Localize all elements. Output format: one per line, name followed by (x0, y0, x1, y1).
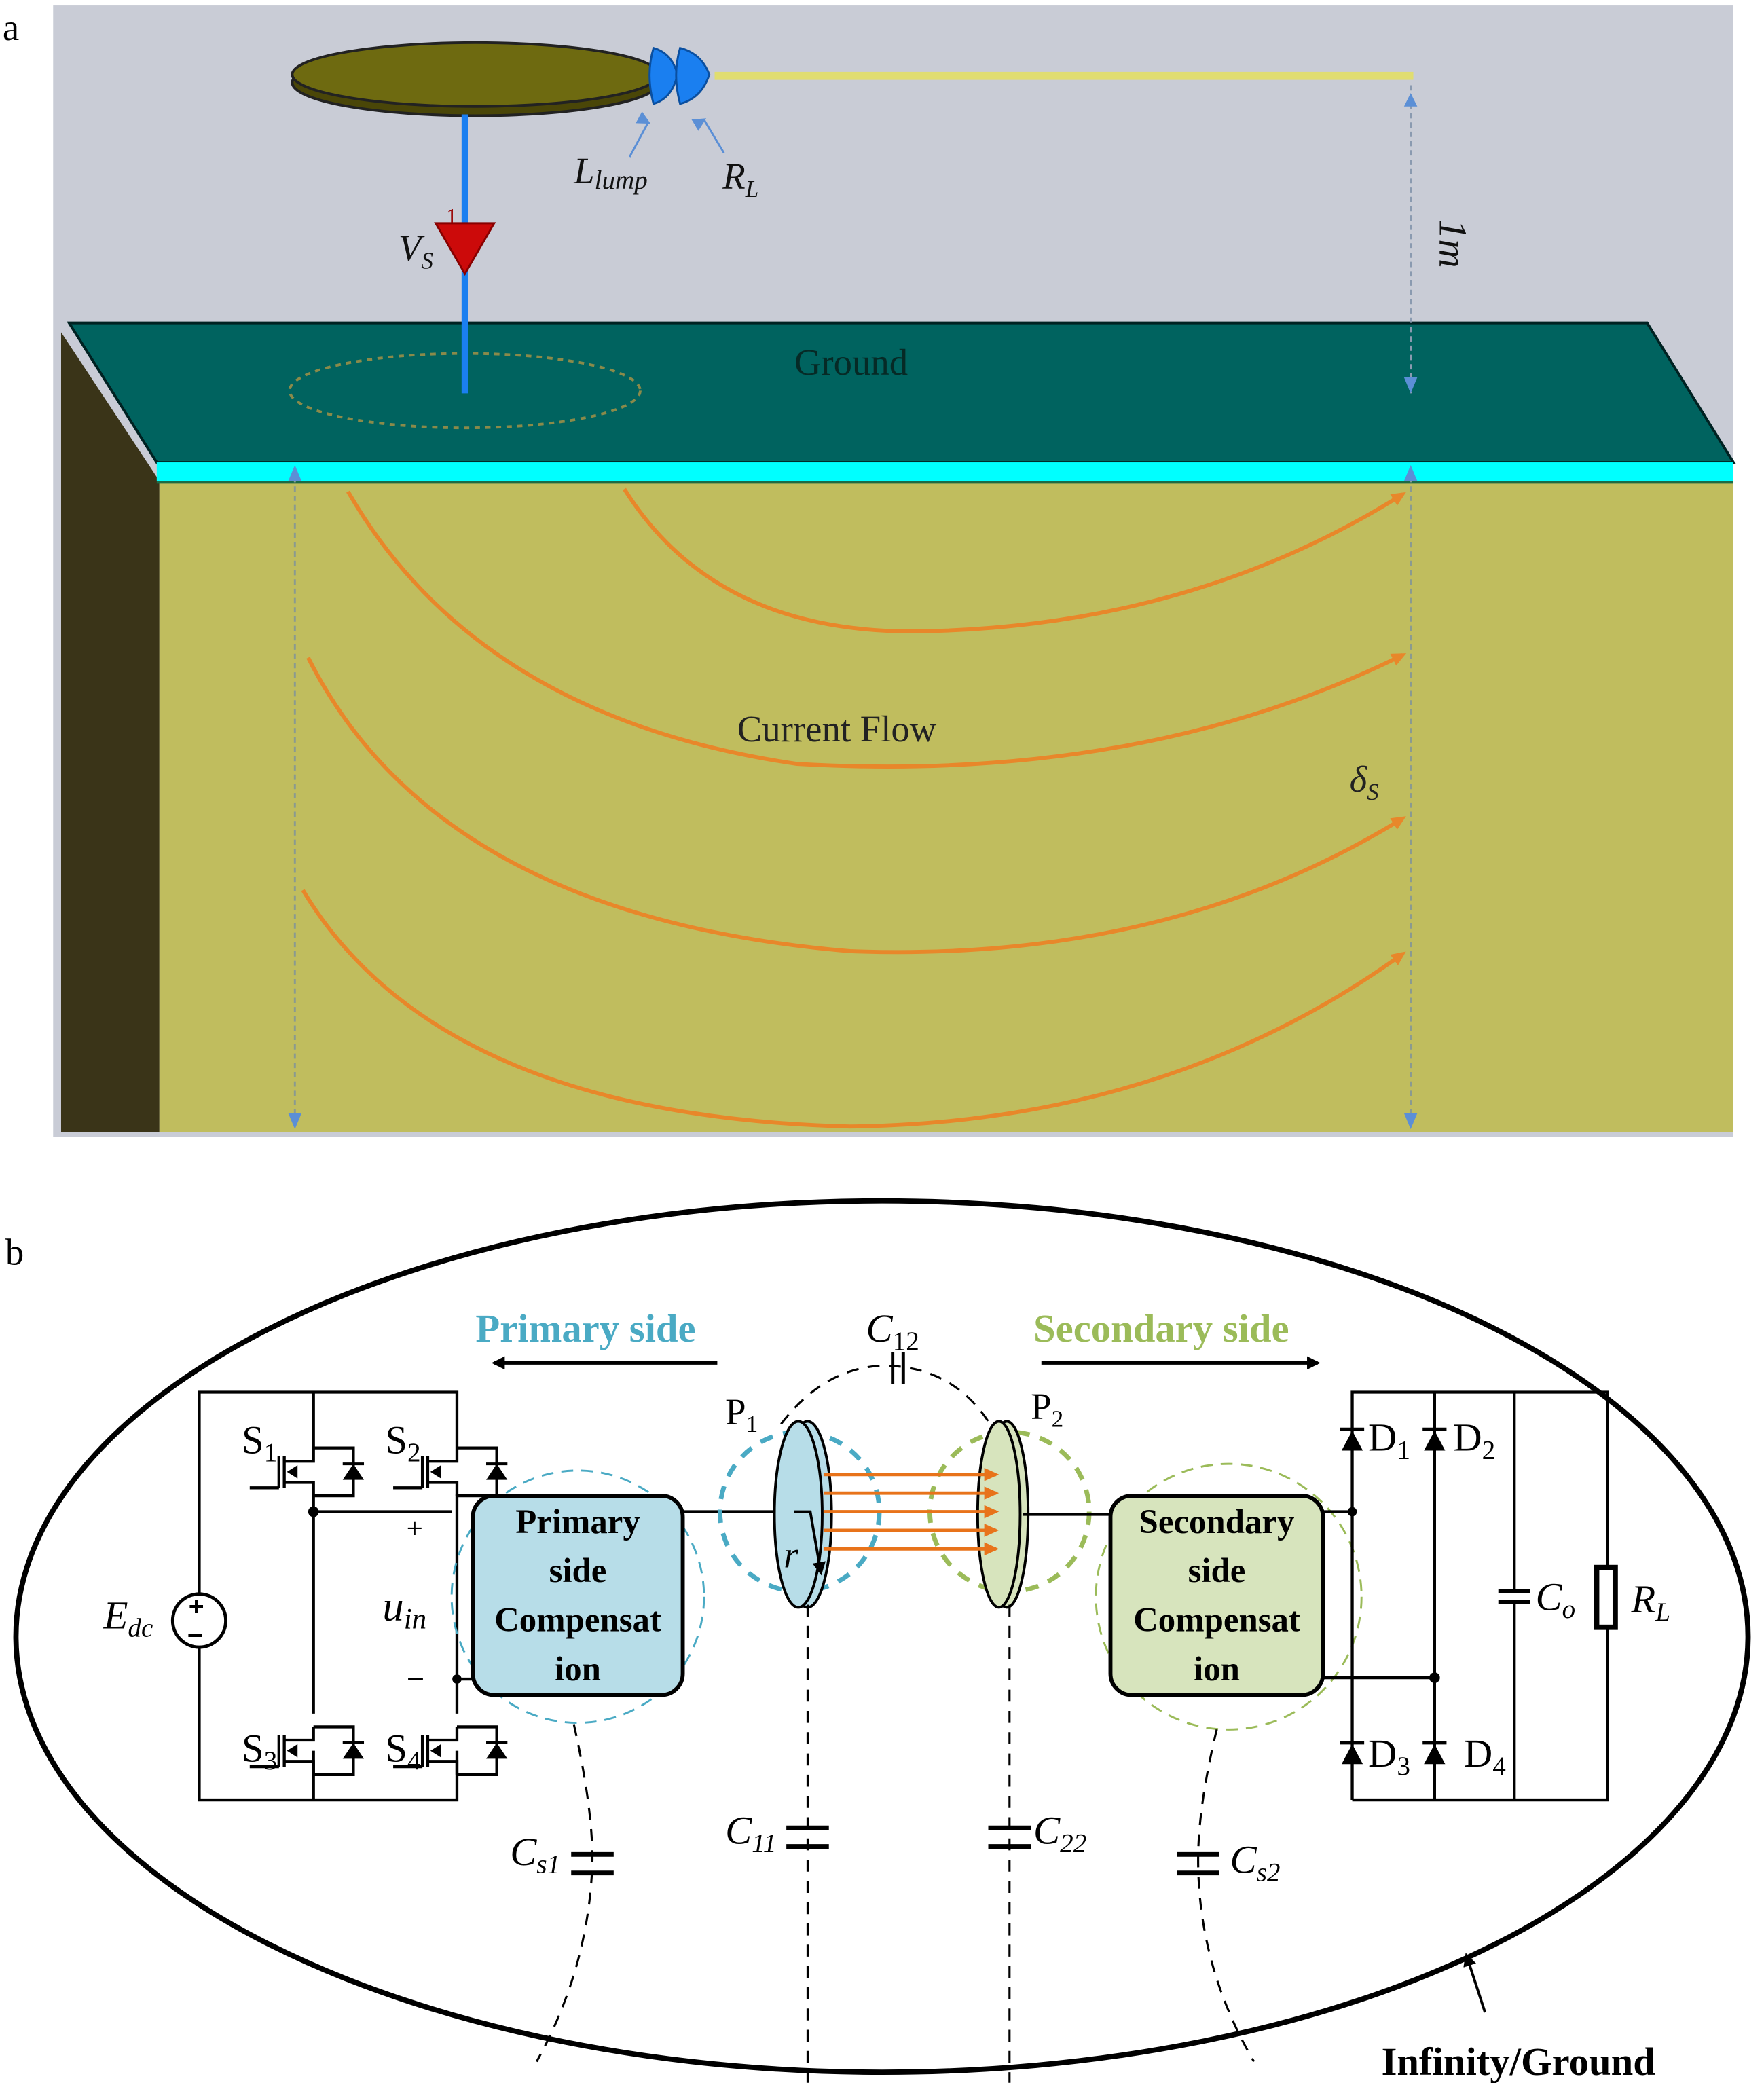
svg-text:ion: ion (555, 1651, 601, 1689)
ground-pointer (1463, 1953, 1487, 2013)
c12-coupling-path (780, 1364, 989, 1425)
svg-text:Secondary: Secondary (1139, 1503, 1295, 1541)
primary-field-region (450, 1469, 705, 1725)
current-flow-label: Current Flow (737, 708, 937, 750)
load-label: RL (1630, 1577, 1670, 1627)
radius-label: r (784, 1534, 798, 1576)
l-lump-pointer (629, 111, 651, 158)
switch-s4-label: S4 (385, 1726, 420, 1775)
svg-text:ion: ion (1194, 1651, 1240, 1689)
panel-a-label: a (3, 7, 19, 48)
switch-s3-label: S3 (242, 1726, 277, 1775)
uin-label: uin (382, 1583, 426, 1636)
current-line (346, 490, 1407, 769)
dc-source-label: Edc (103, 1593, 153, 1643)
switch-s2 (393, 1446, 508, 1498)
height-label: 1m (1431, 219, 1475, 268)
diode-d2 (1422, 1427, 1447, 1451)
c11-label: C11 (725, 1809, 776, 1858)
return-wire (714, 71, 1414, 80)
plate-p2 (976, 1420, 1022, 1609)
svg-text:Compensat: Compensat (494, 1602, 661, 1640)
l-lump-label: Llump (573, 150, 648, 195)
rectifier: D1 D2 D3 D4 Co RL (1323, 1390, 1670, 1802)
inverter: + − Edc S1 S2 S3 (103, 1390, 508, 1802)
switch-s2-label: S2 (385, 1418, 420, 1467)
vs-label: VS (399, 227, 433, 274)
svg-text:side: side (1188, 1552, 1246, 1590)
panel-b: b Primary side Secondary side + − Edc (5, 1198, 1751, 2083)
diode-d4 (1422, 1741, 1447, 1765)
cs1-label: Cs1 (510, 1830, 560, 1879)
current-line (306, 657, 1406, 955)
svg-text:−: − (187, 1621, 203, 1651)
diode-d3 (1340, 1741, 1365, 1765)
parasitic-capacitances: Cs1 C11 C22 Cs2 (510, 1604, 1281, 2083)
current-line (622, 487, 1406, 633)
secondary-compensation-box (1108, 1494, 1325, 1697)
ground-label: Ground (794, 342, 908, 383)
switch-s4 (393, 1725, 508, 1777)
current-flow-lines (301, 487, 1407, 1129)
panel-b-label: b (5, 1232, 24, 1273)
radius-arrow (794, 1510, 826, 1576)
port-number: 1 (446, 204, 457, 228)
soil-front (159, 481, 1734, 1132)
svg-text:Primary: Primary (515, 1503, 640, 1541)
p1-label: P1 (725, 1390, 758, 1437)
diode-d3-label: D3 (1368, 1731, 1410, 1781)
panel-a: a 1 VS Llump RL (3, 5, 1736, 1137)
diode-d1 (1340, 1427, 1365, 1451)
electric-field-arrows (823, 1467, 999, 1556)
plate-p1 (773, 1420, 824, 1609)
skin-depth-label: δS (1350, 758, 1379, 805)
r-l-pointer (691, 118, 725, 153)
diode-d4-label: D4 (1464, 1731, 1506, 1781)
p2-label: P2 (1031, 1386, 1063, 1433)
c22-label: C22 (1033, 1809, 1086, 1858)
diode-d1-label: D1 (1368, 1416, 1410, 1465)
cs2-label: Cs2 (1230, 1838, 1281, 1887)
primary-side-title: Primary side (475, 1306, 695, 1350)
voltage-source-icon (434, 222, 496, 276)
infinity-ground-label: Infinity/Ground (1382, 2040, 1655, 2083)
switch-s1 (249, 1446, 365, 1498)
svg-text:side: side (549, 1552, 607, 1590)
switch-s3 (249, 1725, 365, 1777)
svg-text:+: + (407, 1513, 423, 1545)
current-line (301, 889, 1406, 1129)
secondary-side-title: Secondary side (1033, 1306, 1289, 1350)
c12-label: C12 (866, 1306, 919, 1356)
diode-d2-label: D2 (1453, 1416, 1495, 1465)
secondary-compensation-label: Secondary side Compensat ion (1133, 1503, 1300, 1689)
dc-source-icon (170, 1592, 228, 1649)
svg-text:+: + (189, 1592, 204, 1621)
primary-compensation-box (471, 1494, 685, 1697)
co-label: Co (1536, 1574, 1576, 1624)
primary-compensation-label: Primary side Compensat ion (494, 1503, 661, 1689)
secondary-field-region (1095, 1462, 1363, 1731)
svg-text:Compensat: Compensat (1133, 1602, 1300, 1640)
lumped-elements (648, 46, 711, 105)
output-capacitor (1498, 1589, 1530, 1604)
soil-side-face (60, 332, 160, 1132)
svg-text:−: − (407, 1662, 424, 1697)
infinity-ground-boundary (13, 1198, 1751, 2076)
plate-electrode (291, 41, 661, 108)
load-resistor (1594, 1564, 1618, 1630)
switch-s1-label: S1 (242, 1418, 277, 1467)
r-l-label: RL (722, 155, 758, 202)
ground-edge (156, 462, 1734, 481)
